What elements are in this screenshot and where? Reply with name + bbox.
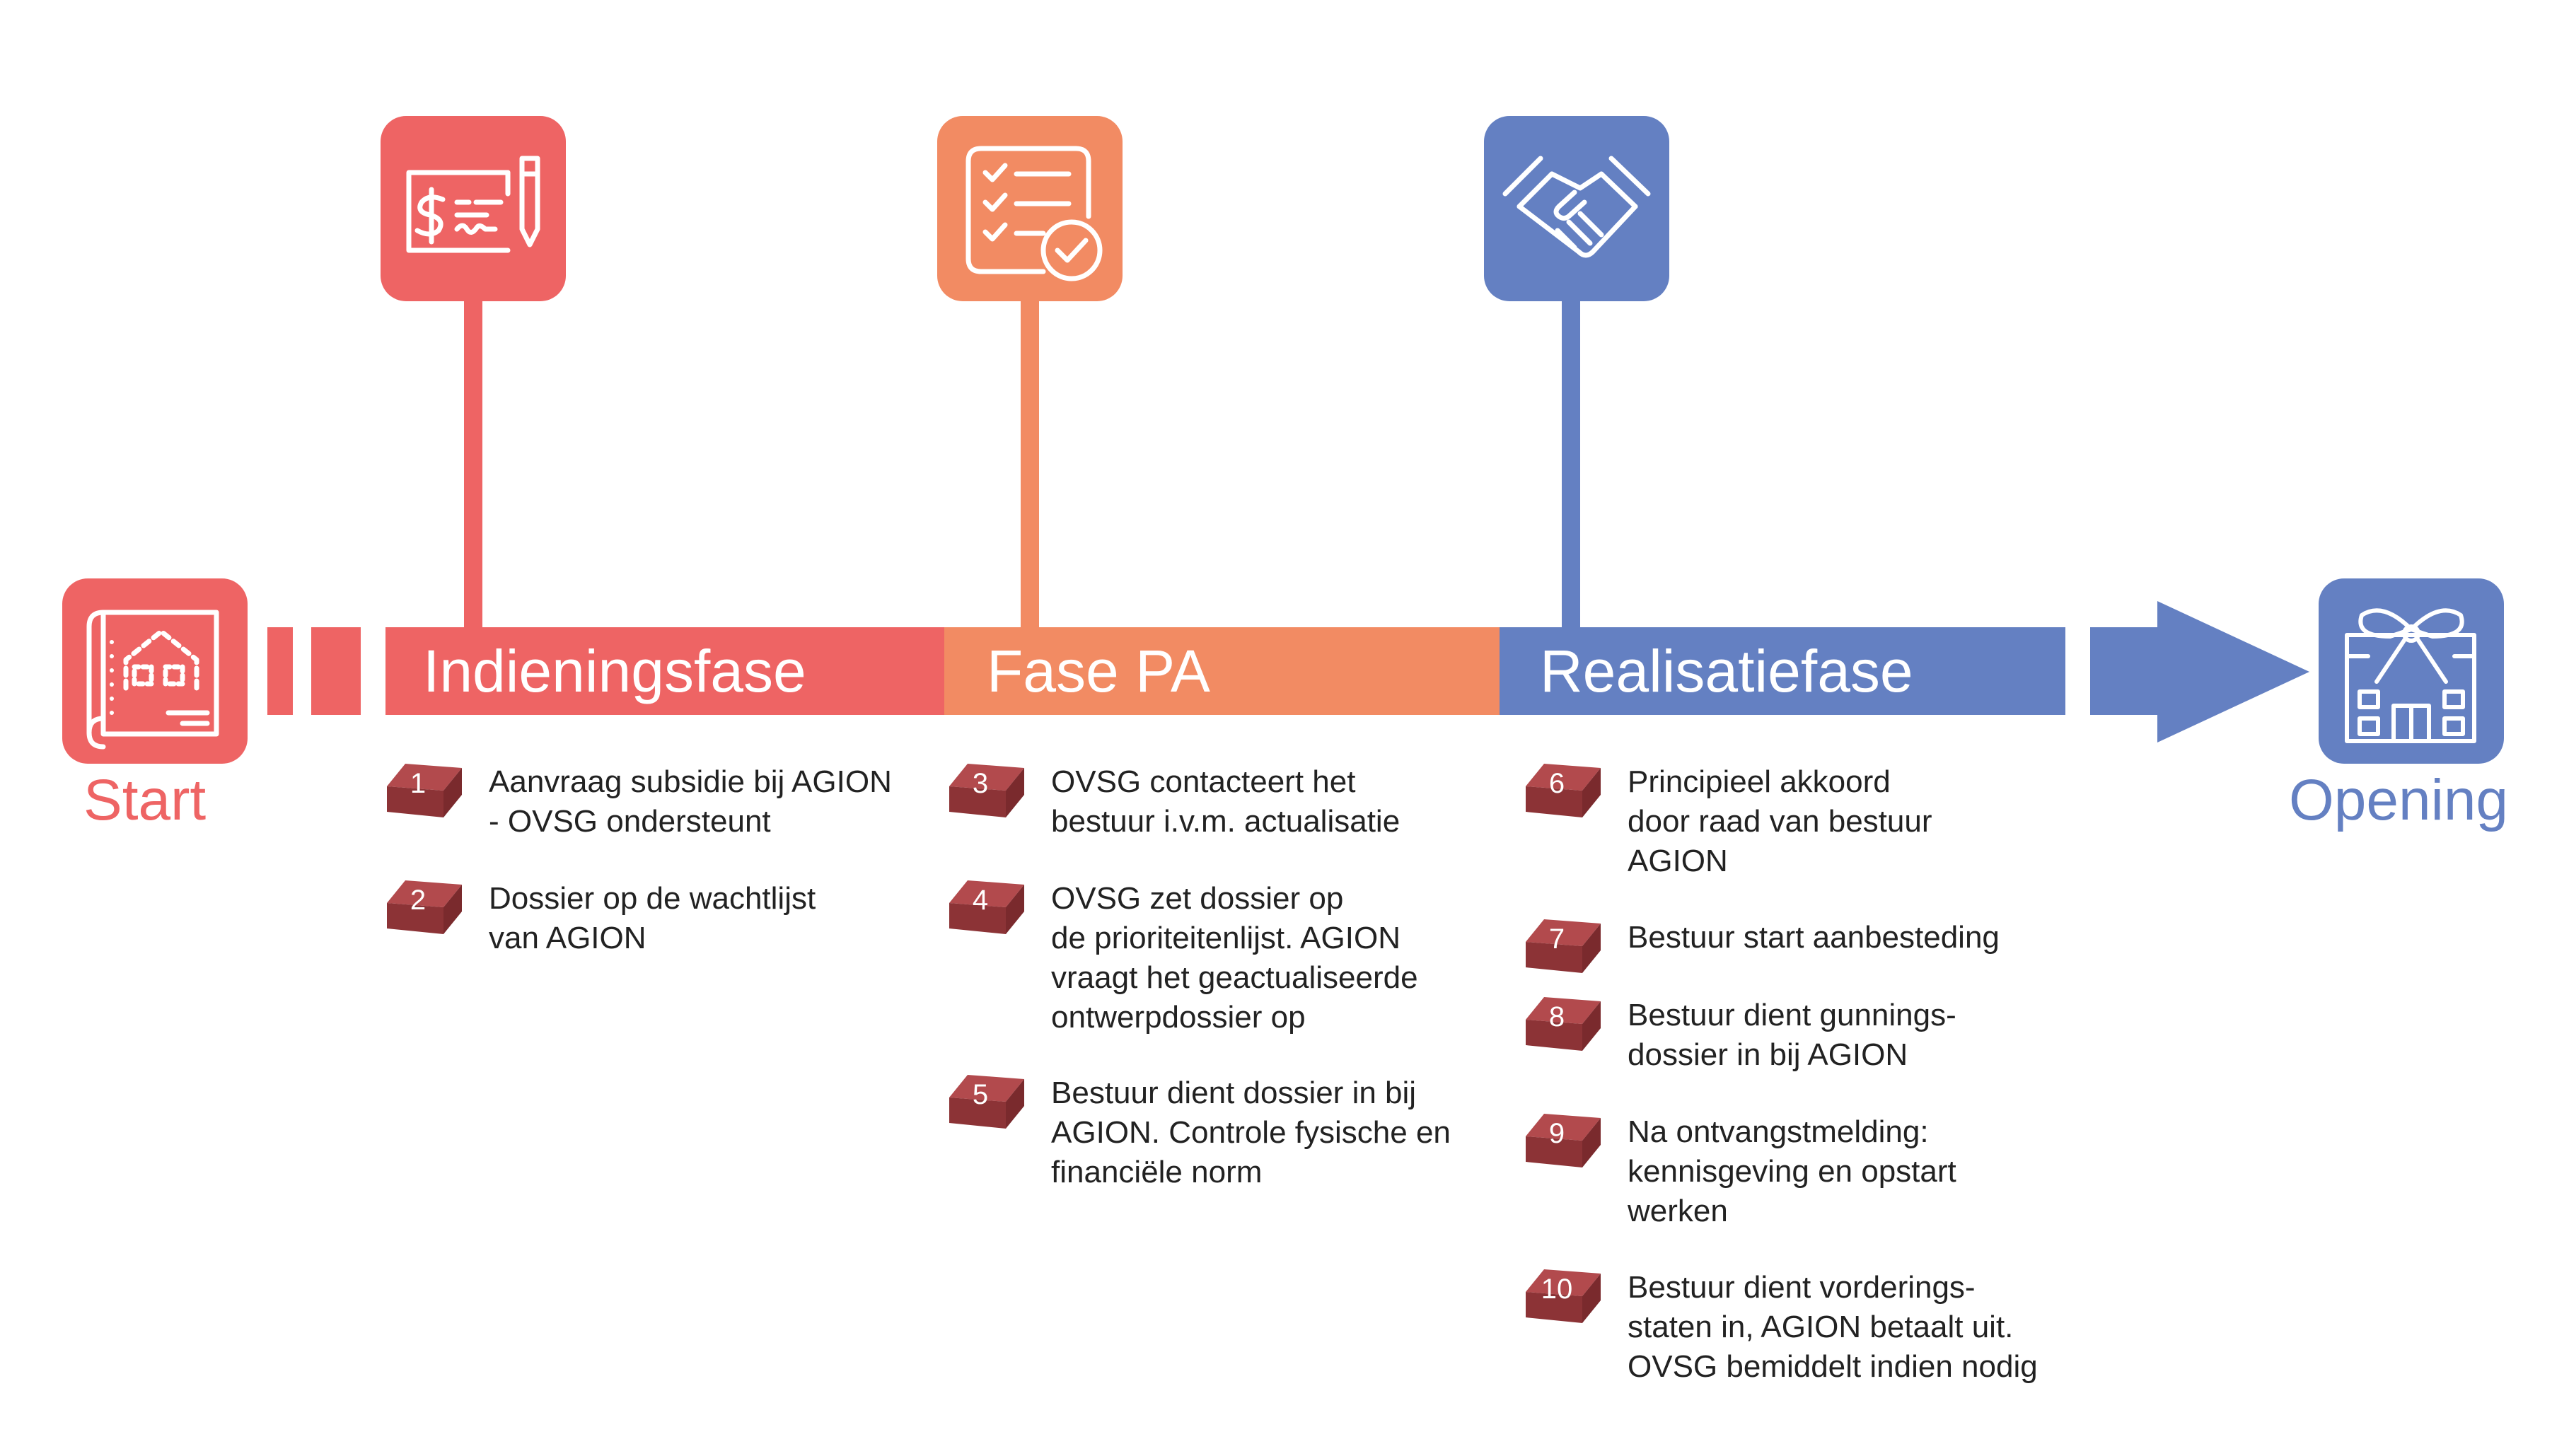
step-text: Bestuur dient dossier in bij AGION. Cont…: [1051, 1076, 1451, 1189]
step-number: 7: [1548, 924, 1565, 955]
phase-bar-fase-pa: [944, 627, 1500, 715]
end-label: Opening: [2289, 768, 2509, 832]
phase-bar-realisatiefase: [1500, 627, 2065, 715]
step-text: Dossier op de wachtlijst van AGION: [489, 881, 816, 955]
step-number: 8: [1548, 1001, 1565, 1032]
timeline-arrow-shaft: [2090, 627, 2161, 715]
step-number: 9: [1548, 1118, 1565, 1149]
start-label: Start: [83, 768, 207, 832]
brick-icon: [1524, 1112, 1602, 1175]
step-text: Bestuur dient vorderings- staten in, AGI…: [1628, 1270, 2038, 1384]
step-text: Aanvraag subsidie bij AGION - OVSG onder…: [489, 764, 892, 839]
brick-icon: [1524, 1268, 1602, 1330]
brick-icon: [948, 879, 1026, 941]
phase-label-realisatiefase: Realisatiefase: [1540, 638, 1913, 704]
building-bow-icon: [2319, 578, 2504, 764]
checklist-icon: [937, 116, 1123, 301]
timeline-dash: [311, 627, 361, 715]
phase-label-fase-pa: Fase PA: [987, 638, 1210, 704]
phase-stem: [464, 297, 482, 629]
brick-icon: [385, 762, 463, 825]
step-number: 2: [410, 885, 427, 916]
step-text: Principieel akkoord door raad van bestuu…: [1628, 764, 1932, 878]
step-number: 1: [410, 768, 427, 799]
step-text: OVSG contacteert het bestuur i.v.m. actu…: [1051, 764, 1401, 839]
step-number: 4: [972, 885, 989, 916]
timeline-dash: [267, 627, 293, 715]
phase-stem: [1021, 297, 1039, 629]
brick-icon: [948, 1073, 1026, 1136]
step-number: 10: [1541, 1274, 1573, 1305]
step-text: Bestuur start aanbesteding: [1628, 920, 2000, 955]
step-text: Bestuur dient gunnings- dossier in bij A…: [1628, 998, 1956, 1072]
phase-bar-indieningsfase: [385, 627, 944, 715]
timeline-arrow-head: [2157, 601, 2309, 742]
handshake-icon: [1484, 116, 1669, 301]
brick-icon: [1524, 996, 1602, 1058]
brick-icon: [1524, 918, 1602, 980]
step-number: 3: [972, 768, 989, 799]
blueprint-house-icon: [62, 578, 248, 764]
step-text: OVSG zet dossier op de prioriteitenlijst…: [1051, 881, 1418, 1035]
step-number: 6: [1548, 768, 1565, 799]
step-text: Na ontvangstmelding: kennisgeving en ops…: [1628, 1114, 1956, 1228]
step-number: 5: [972, 1079, 989, 1110]
brick-icon: [1524, 762, 1602, 825]
phase-label-indieningsfase: Indieningsfase: [423, 638, 806, 704]
phase-stem: [1562, 297, 1580, 629]
brick-icon: [948, 762, 1026, 825]
cheque-pen-icon: [381, 116, 566, 301]
brick-icon: [385, 879, 463, 941]
